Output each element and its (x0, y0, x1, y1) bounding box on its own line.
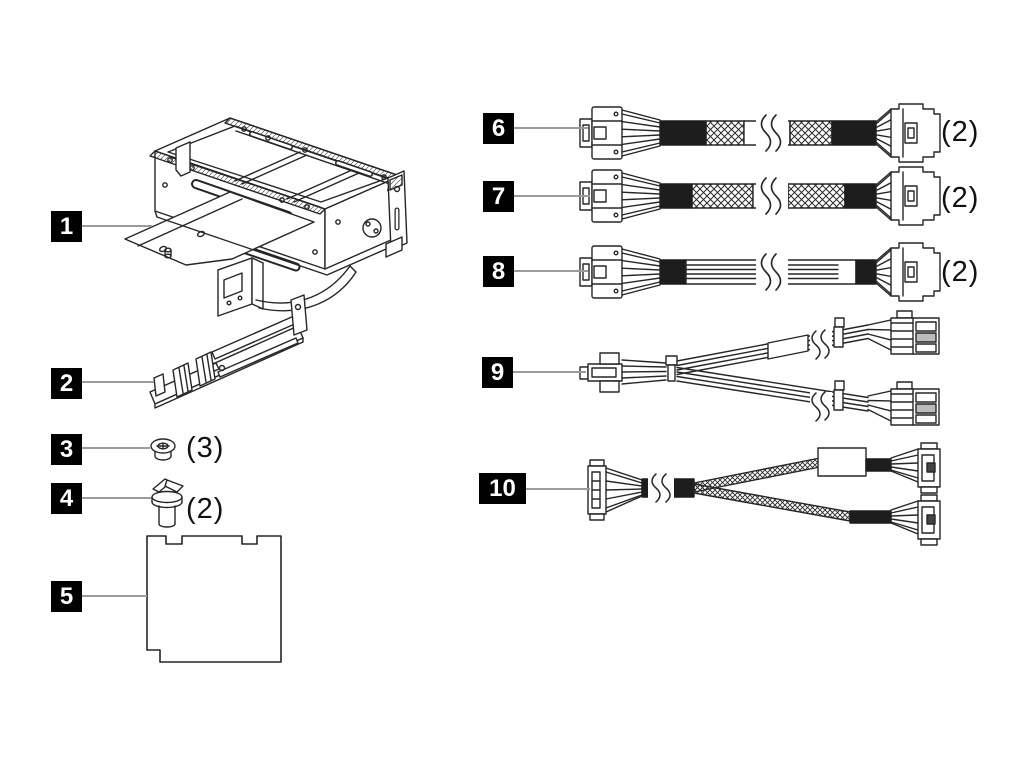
qty-label-cable-6: (2) (941, 116, 980, 148)
callout-3: 3 (51, 434, 82, 465)
leader-lines (80, 127, 590, 597)
cable-8-drawing (579, 242, 941, 302)
plunger-drawing (151, 478, 184, 528)
screw-drawing (150, 438, 176, 461)
callout-8: 8 (483, 256, 514, 287)
cable-6-drawing (579, 103, 941, 163)
qty-label-plunger: (2) (186, 493, 225, 525)
qty-label-cable-8: (2) (941, 256, 980, 288)
riser-cage-drawing (124, 117, 408, 317)
qty-label-screw: (3) (186, 432, 225, 464)
qty-label-cable-7: (2) (941, 182, 980, 214)
filler-panel-drawing (146, 535, 282, 663)
callout-9: 9 (482, 357, 513, 388)
callout-7: 7 (483, 181, 514, 212)
callout-5: 5 (51, 581, 82, 612)
cable-7-drawing (579, 166, 941, 226)
cable-9-drawing (579, 310, 940, 426)
callout-6: 6 (483, 113, 514, 144)
callout-1: 1 (51, 211, 82, 242)
callout-2: 2 (51, 368, 82, 399)
cable-10-drawing (587, 442, 941, 546)
callout-4: 4 (51, 483, 82, 514)
callout-10: 10 (479, 473, 526, 504)
riser-card-drawing (149, 294, 308, 409)
